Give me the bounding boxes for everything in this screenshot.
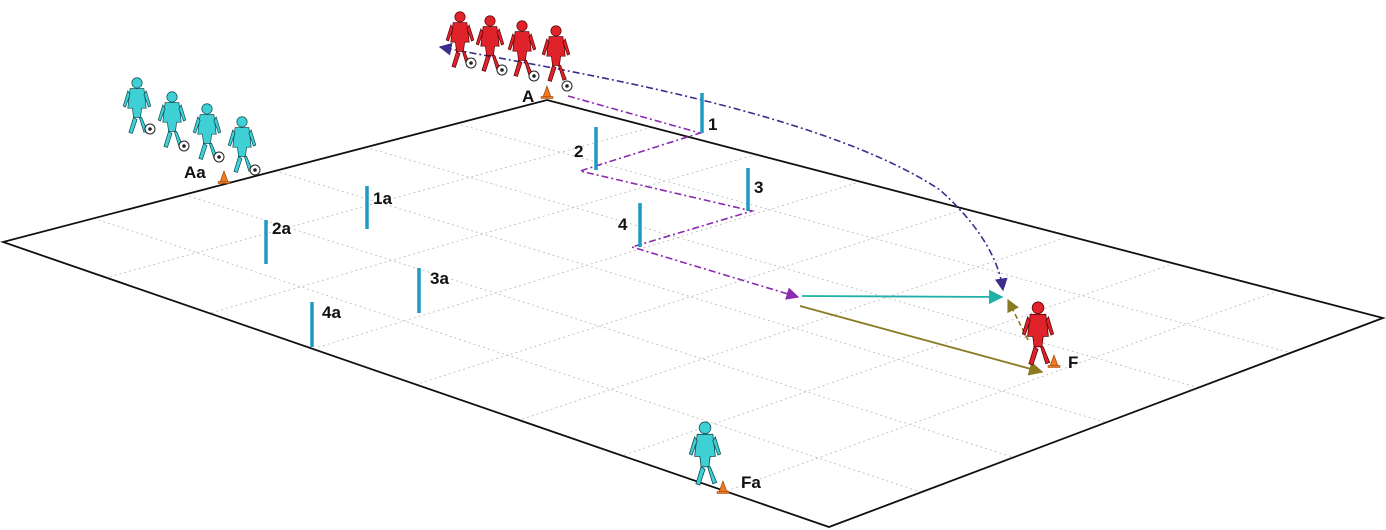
soccer-player-icon xyxy=(688,421,722,486)
cone-icon xyxy=(716,480,730,494)
grid-line xyxy=(622,263,1175,457)
label-pole-3a: 3a xyxy=(430,269,449,288)
red-team-queue xyxy=(445,11,573,99)
grid-line xyxy=(456,123,1291,354)
return-pass-line xyxy=(799,305,1044,376)
red-receiver xyxy=(1021,301,1061,368)
pass-to-f-line xyxy=(801,289,1004,305)
label-pole-4: 4 xyxy=(618,215,628,234)
grid-line xyxy=(106,126,652,279)
soccer-player-icon xyxy=(475,15,505,73)
soccer-player-icon xyxy=(227,116,257,174)
soccer-player-icon xyxy=(541,25,571,83)
label-pole-2: 2 xyxy=(574,142,583,161)
label-end-cyan: Fa xyxy=(741,473,761,492)
soccer-ball-icon xyxy=(528,70,540,82)
label-pole-4a: 4a xyxy=(322,303,341,322)
soccer-player-icon xyxy=(1021,301,1055,366)
soccer-player-icon xyxy=(157,91,187,149)
soccer-ball-icon xyxy=(496,64,508,76)
grid-line xyxy=(93,217,922,493)
field-boundary xyxy=(0,99,1386,528)
soccer-ball-icon xyxy=(561,80,573,92)
label-pole-3: 3 xyxy=(754,178,763,197)
cyan-receiver xyxy=(688,421,730,494)
grid-line xyxy=(184,194,1014,458)
soccer-ball-icon xyxy=(213,151,225,163)
soccer-ball-icon xyxy=(249,164,261,176)
grid-line xyxy=(365,146,1199,389)
label-pole-2a: 2a xyxy=(272,219,291,238)
label-start-red: A xyxy=(522,87,534,106)
pole-markers xyxy=(264,93,750,347)
grid-line xyxy=(725,290,1279,492)
dribble-path xyxy=(567,95,800,300)
cone-icon xyxy=(217,170,231,184)
label-pole-1: 1 xyxy=(708,115,717,134)
soccer-ball-icon xyxy=(178,140,190,152)
soccer-ball-icon xyxy=(144,123,156,135)
cone-icon xyxy=(1047,354,1061,368)
soccer-player-icon xyxy=(192,103,222,161)
field-grid xyxy=(93,123,1291,493)
label-pole-1a: 1a xyxy=(373,189,392,208)
soccer-ball-icon xyxy=(465,57,477,69)
label-end-red: F xyxy=(1068,353,1078,372)
label-start-cyan: Aa xyxy=(184,163,206,182)
long-pass-arc xyxy=(438,42,1008,292)
soccer-player-icon xyxy=(507,20,537,78)
grid-line xyxy=(519,235,1070,421)
cone-icon xyxy=(540,85,554,99)
